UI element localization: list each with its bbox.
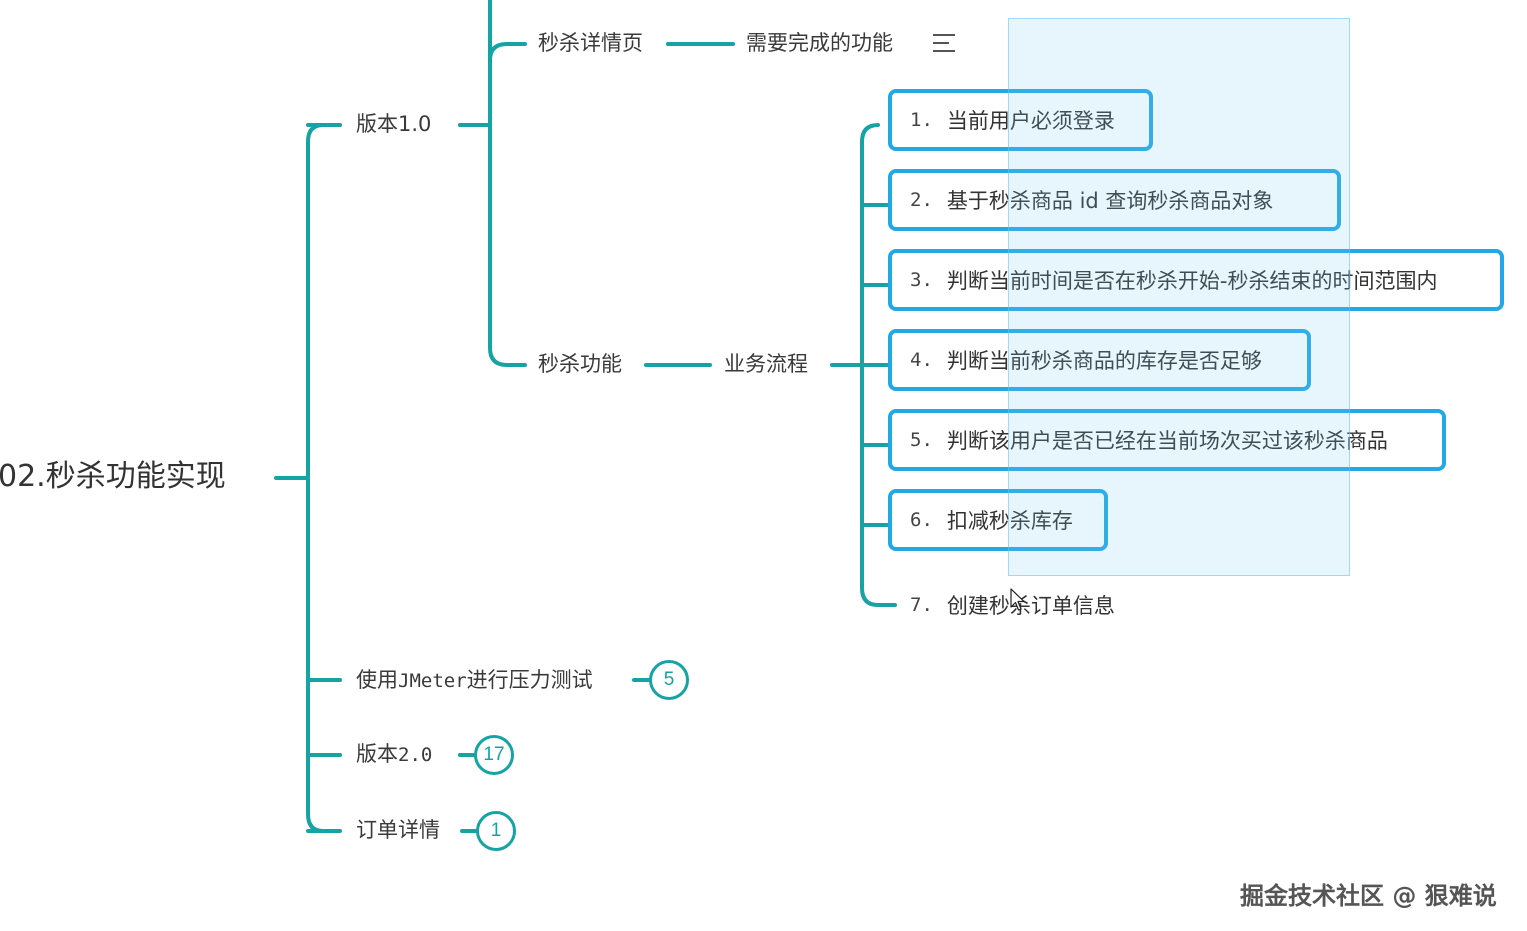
- detail-page-label: 秒杀详情页: [538, 31, 643, 55]
- version1-label: 版本1.0: [356, 112, 432, 136]
- business-flow-label: 业务流程: [724, 352, 808, 376]
- version1-node[interactable]: 版本1.0: [356, 114, 431, 135]
- step-2[interactable]: 2. 基于秒杀商品 id 查询秒杀商品对象: [888, 169, 1341, 231]
- version2-collapsed-count[interactable]: 17: [474, 735, 514, 775]
- order-detail-count: 1: [490, 820, 502, 841]
- step-number: 5.: [910, 429, 933, 451]
- step-number: 2.: [910, 189, 933, 211]
- jmeter-label-pre: 使用: [356, 668, 398, 692]
- step-text: 判断当前时间是否在秒杀开始-秒杀结束的时间范围内: [946, 269, 1438, 293]
- step-text: 判断当前秒杀商品的库存是否足够: [946, 349, 1262, 373]
- version1-trunk: [488, 0, 527, 367]
- step-6[interactable]: 6. 扣减秒杀库存: [888, 489, 1108, 551]
- root-node[interactable]: 02.秒杀功能实现: [0, 462, 226, 492]
- order-detail-node[interactable]: 订单详情: [356, 820, 440, 841]
- required-features-node[interactable]: 需要完成的功能: [746, 33, 893, 54]
- version2-node[interactable]: 版本2.0: [356, 744, 432, 765]
- step-text: 当前用户必须登录: [946, 109, 1115, 133]
- jmeter-label-post: 进行压力测试: [466, 668, 593, 692]
- jmeter-count: 5: [663, 669, 675, 690]
- jmeter-node[interactable]: 使用JMeter进行压力测试: [356, 670, 593, 691]
- step-text: 创建秒杀订单信息: [946, 594, 1115, 618]
- step-4[interactable]: 4. 判断当前秒杀商品的库存是否足够: [888, 329, 1311, 391]
- version2-label-num: 2.0: [398, 744, 433, 766]
- business-flow-node[interactable]: 业务流程: [724, 354, 808, 375]
- step-1[interactable]: 1. 当前用户必须登录: [888, 89, 1153, 151]
- step-number: 6.: [910, 509, 933, 531]
- step-5[interactable]: 5. 判断该用户是否已经在当前场次买过该秒杀商品: [888, 409, 1446, 471]
- step-number: 7.: [910, 594, 933, 616]
- step-number: 1.: [910, 109, 933, 131]
- jmeter-collapsed-count[interactable]: 5: [649, 660, 689, 700]
- watermark: 掘金技术社区 @ 狠难说: [1240, 876, 1497, 911]
- connector-detail-page: [488, 42, 527, 62]
- watermark-text: 掘金技术社区 @ 狠难说: [1240, 882, 1497, 910]
- menu-lines-icon[interactable]: [933, 34, 955, 52]
- detail-page-node[interactable]: 秒杀详情页: [538, 33, 643, 54]
- step-3[interactable]: 3. 判断当前时间是否在秒杀开始-秒杀结束的时间范围内: [888, 249, 1504, 311]
- mouse-cursor-icon: [1010, 588, 1025, 611]
- order-detail-collapsed-count[interactable]: 1: [476, 811, 516, 851]
- version2-label-pre: 版本: [356, 742, 398, 766]
- order-detail-label: 订单详情: [356, 818, 440, 842]
- step-text: 判断该用户是否已经在当前场次买过该秒杀商品: [946, 429, 1388, 453]
- step-7[interactable]: 7. 创建秒杀订单信息: [888, 574, 1188, 636]
- seckill-feature-node[interactable]: 秒杀功能: [538, 354, 622, 375]
- required-features-label: 需要完成的功能: [746, 31, 893, 55]
- main-trunk: [306, 123, 325, 833]
- jmeter-label-mid: JMeter: [398, 670, 467, 692]
- step-number: 4.: [910, 349, 933, 371]
- root-label: 02.秒杀功能实现: [0, 459, 226, 494]
- version2-count: 17: [483, 744, 505, 765]
- step-text: 基于秒杀商品 id 查询秒杀商品对象: [946, 189, 1274, 213]
- seckill-feature-label: 秒杀功能: [538, 352, 622, 376]
- step-text: 扣减秒杀库存: [946, 509, 1073, 533]
- step-number: 3.: [910, 269, 933, 291]
